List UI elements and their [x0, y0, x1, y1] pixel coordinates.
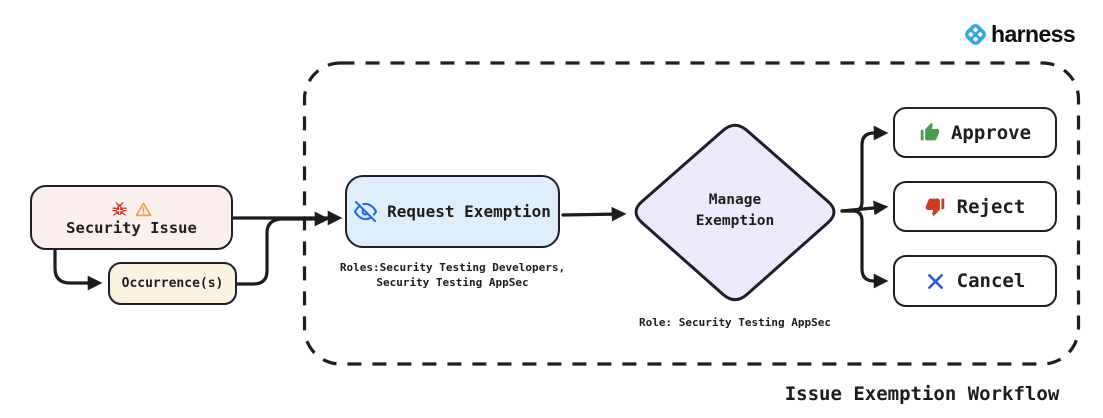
eye-off-icon — [354, 200, 378, 223]
arrow-security-to-occurrence — [53, 249, 103, 291]
arrow-occurrence-to-request — [236, 211, 330, 286]
thumbs-down-icon — [925, 196, 946, 217]
approve-node: Approve — [893, 107, 1057, 158]
cancel-label: Cancel — [956, 270, 1026, 292]
request-exemption-label: Request Exemption — [387, 202, 551, 221]
request-exemption-node: Request Exemption — [345, 175, 560, 248]
manage-exemption-label: Manage Exemption — [630, 190, 840, 232]
bug-icon — [111, 201, 128, 218]
request-exemption-roles-note: Roles:Security Testing Developers, Secur… — [332, 260, 573, 290]
security-issue-node: Security Issue — [30, 185, 233, 250]
harness-logo-icon — [962, 21, 989, 48]
roles-note-line2: Security Testing AppSec — [376, 276, 529, 289]
security-issue-icons — [111, 201, 152, 218]
reject-label: Reject — [956, 195, 1026, 218]
manage-exemption-label-line1: Manage — [708, 192, 762, 208]
roles-note-line1: Roles:Security Testing Developers, — [339, 261, 566, 274]
manage-exemption-label-line2: Exemption — [695, 213, 775, 229]
harness-logo: harness — [962, 21, 1076, 48]
thumbs-up-icon — [919, 122, 940, 143]
workflow-boundary — [302, 61, 1081, 366]
harness-wordmark: harness — [991, 21, 1076, 47]
occurrences-label: Occurrence(s) — [121, 276, 224, 291]
security-issue-label: Security Issue — [66, 219, 197, 237]
manage-exemption-diamond — [634, 123, 836, 302]
cancel-node: Cancel — [893, 255, 1057, 307]
x-icon — [925, 271, 946, 292]
arrow-diamond-to-approve — [840, 125, 889, 213]
manage-exemption-role-note: Role: Security Testing AppSec — [638, 316, 832, 329]
reject-node: Reject — [893, 181, 1057, 232]
occurrences-node: Occurrence(s) — [108, 262, 237, 305]
arrow-request-to-diamond — [561, 206, 627, 222]
approve-label: Approve — [950, 121, 1032, 144]
diagram-caption: Issue Exemption Workflow — [784, 383, 1060, 405]
warning-icon — [135, 201, 152, 218]
arrow-diamond-to-cancel — [840, 209, 889, 289]
